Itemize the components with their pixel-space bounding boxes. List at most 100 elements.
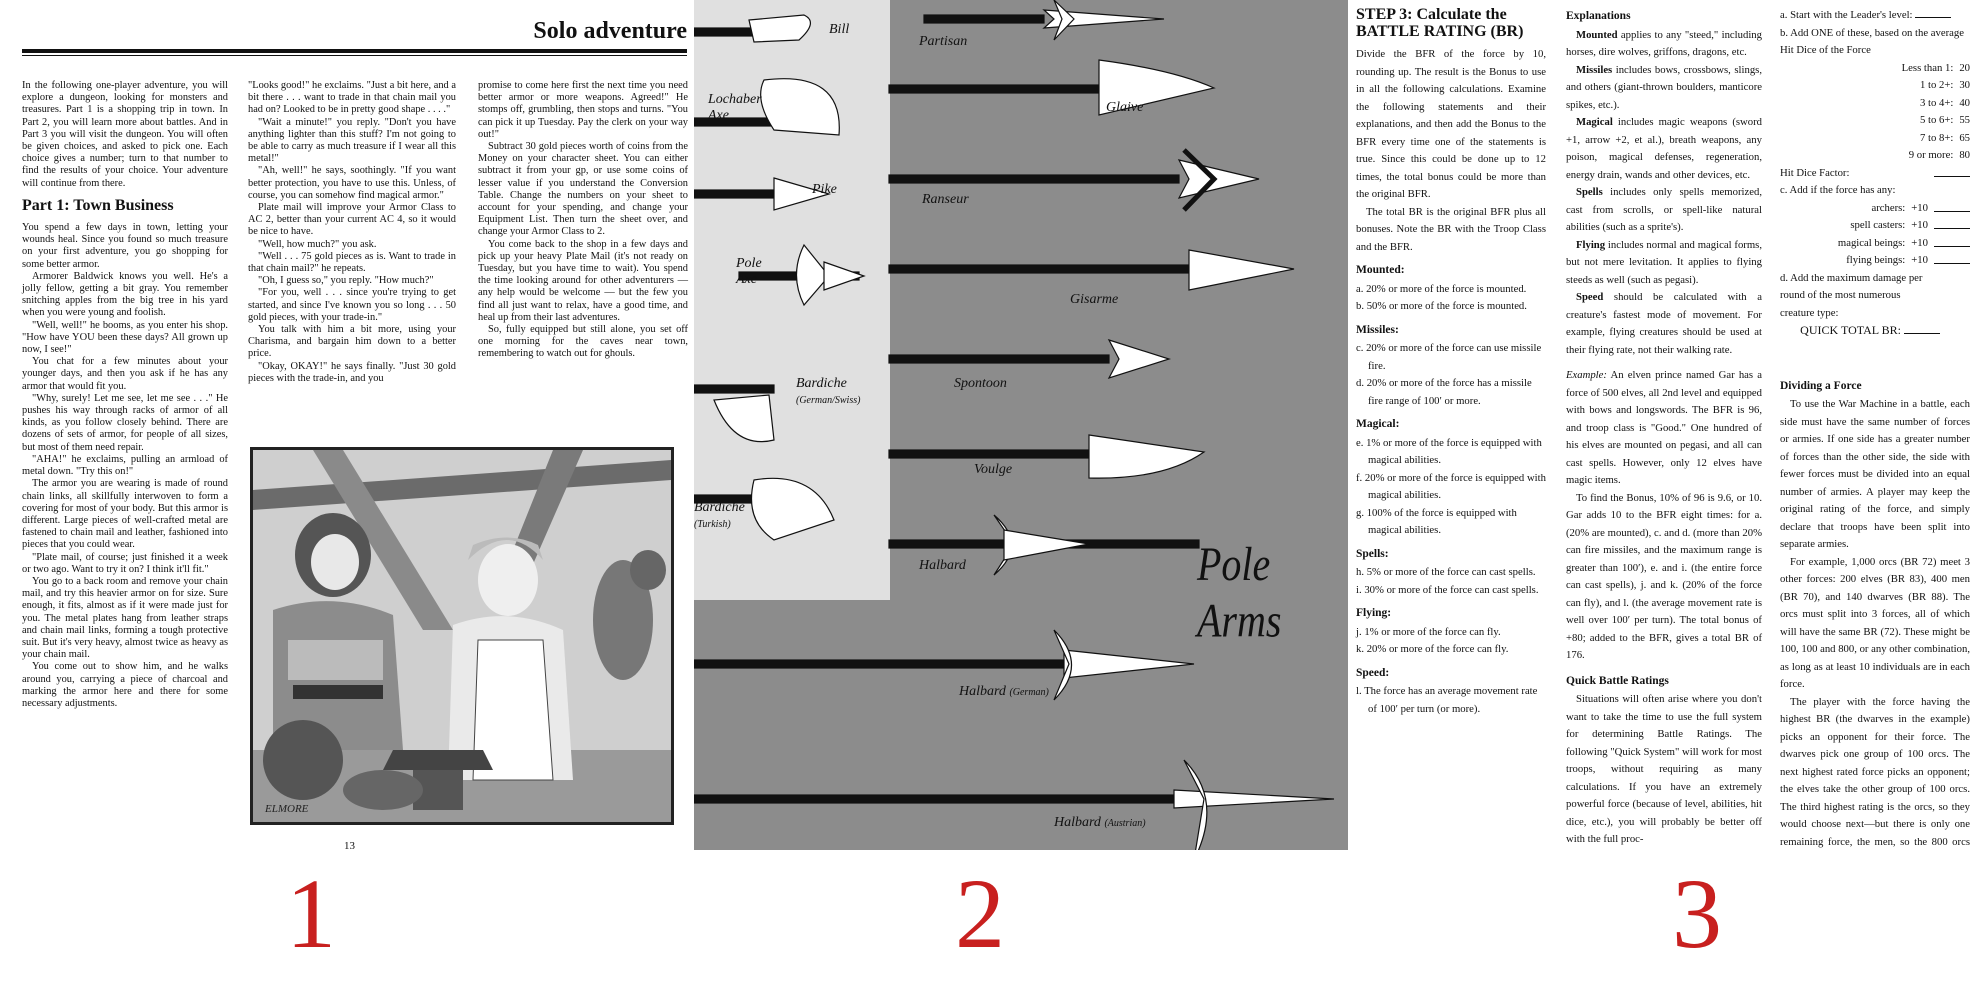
list-item: j. 1% or more of the force can fly.: [1356, 625, 1501, 638]
bardiche-turkish-head: [750, 477, 835, 541]
hd-value: 20: [1959, 61, 1970, 74]
paragraph: You talk with him a bit more, using your…: [248, 324, 456, 360]
partisan-lugs: [1053, 0, 1075, 41]
paragraph: The player with the force having the hig…: [1780, 695, 1970, 848]
step-title: STEP 3: Calculate the BATTLE RATING (BR): [1356, 6, 1524, 40]
list-item: i. 30% or more of the force can cast spe…: [1356, 583, 1539, 596]
hd-label: 1 to 2+:: [1919, 79, 1954, 91]
halbard-spike: [1003, 529, 1090, 561]
intro-paragraph: In the following one-player adventure, y…: [22, 80, 228, 189]
quick-line-c: c. Add if the force has any:: [1780, 184, 1896, 196]
term: Mounted: [1576, 28, 1618, 41]
hd-label: 3 to 4+:: [1919, 96, 1954, 109]
total-label: QUICK TOTAL BR:: [1800, 323, 1901, 337]
paragraph: "Okay, OKAY!" he says finally. "Just 30 …: [248, 360, 456, 384]
glaive-shaft: [888, 84, 1100, 94]
definition: includes only spells memorized, cast fro…: [1566, 186, 1762, 233]
hd-value: 80: [1959, 149, 1970, 161]
paragraph: The total BR is the original BFR plus al…: [1356, 205, 1546, 253]
group-heading: Magical:: [1356, 418, 1400, 430]
illustration-signature: ELMORE: [264, 803, 309, 815]
definition: should be calculated with a creature's f…: [1566, 291, 1762, 356]
lochaber-head: [760, 78, 840, 136]
fill-blank: [1934, 217, 1970, 229]
label-ranseur: Ranseur: [922, 192, 969, 207]
list-item: b. 50% or more of the force is mounted.: [1356, 300, 1527, 312]
paragraph: "Well, well!" he booms, as you enter his…: [22, 319, 228, 356]
label-gisarme: Gisarme: [1070, 292, 1119, 307]
paragraph: "Wait a minute!" you reply. "Don't you h…: [248, 116, 456, 165]
example-text: An elven prince named Gar has a force of…: [1566, 369, 1762, 486]
paragraph: To use the War Machine in a battle, each…: [1780, 398, 1970, 550]
page-title: Solo adventure: [533, 18, 687, 44]
page-pole-arms: Bill Partisan Lochaber Axe Glaive Pike R…: [694, 0, 1348, 850]
bonus-value: +10: [1911, 219, 1928, 231]
halbard-austrian-shaft: [694, 794, 1175, 804]
gisarme-shaft: [888, 264, 1190, 274]
fill-blank: [1934, 235, 1970, 247]
label-pole-axe: Pole Axe: [736, 256, 762, 287]
panel-marker-2: 2: [955, 858, 1005, 969]
explanations-column: Explanations Mounted applies to any "ste…: [1566, 8, 1762, 849]
hd-row: 9 or more:80: [1780, 147, 1970, 165]
paragraph: You come out to show him, and he walks a…: [22, 661, 228, 709]
dividing-heading: Dividing a Force: [1780, 379, 1862, 392]
bill-shaft: [694, 27, 755, 37]
hd-row: 1 to 2+: 30: [1780, 77, 1970, 95]
bonus-label: spell casters:: [1850, 219, 1906, 231]
paragraph: Plate mail will improve your Armor Class…: [248, 202, 456, 238]
explanation-item: Speed should be calculated with a creatu…: [1566, 289, 1762, 359]
weapon-name: Bardiche: [796, 376, 847, 391]
label-bardiche-german: Bardiche (German/Swiss): [796, 376, 860, 408]
halbard-austrian-blade: [1183, 759, 1208, 850]
quick-line-b: b. Add ONE of these, based on the averag…: [1780, 26, 1965, 57]
halbard-german-spike: [1063, 649, 1195, 679]
voulge-shaft: [888, 449, 1090, 459]
bonus-value: +10: [1911, 201, 1928, 214]
definition: includes magic weapons (sword +1, arrow …: [1566, 116, 1762, 181]
bonus-value: +10: [1911, 254, 1928, 266]
paragraph: Subtract 30 gold pieces worth of coins f…: [478, 141, 688, 238]
paragraph: For example, 1,000 orcs (BR 72) meet 3 o…: [1780, 555, 1970, 691]
quick-total: QUICK TOTAL BR:: [1780, 322, 1940, 340]
list-item: e. 1% or more of the force is equipped w…: [1356, 436, 1542, 467]
label-halbard-austrian: Halbard (Austrian): [1054, 815, 1146, 831]
weapon-plate: [694, 0, 1335, 850]
term: Flying: [1576, 238, 1606, 251]
label-bardiche-turkish: Bardiche(Turkish): [694, 500, 745, 532]
armorer-illustration: ELMORE: [250, 447, 674, 825]
list-item: f. 20% or more of the force is equipped …: [1356, 471, 1546, 502]
label-lochaber-axe: Lochaber Axe: [708, 92, 762, 123]
bonus-row: spell casters: +10: [1780, 217, 1970, 235]
paragraph: You come back to the shop in a few days …: [478, 238, 688, 323]
panel-marker-1: 1: [286, 858, 336, 969]
paragraph: You spend a few days in town, letting yo…: [22, 222, 228, 270]
paragraph: "Plate mail, of course; just finished it…: [22, 551, 228, 575]
list-item: k. 20% or more of the force can fly.: [1356, 643, 1509, 655]
paragraph: "Why, surely! Let me see, let me see . .…: [22, 392, 228, 453]
weapon-name: Halbard: [1054, 815, 1101, 830]
explanation-item: Flying includes normal and magical forms…: [1566, 237, 1762, 290]
header-rule-thin: [22, 55, 687, 56]
quick-line-d: d. Add the maximum damage per round of t…: [1780, 271, 1923, 319]
page-solo-adventure: Solo adventure In the following one-play…: [0, 0, 690, 850]
term: Missiles: [1576, 63, 1613, 76]
list-item: d. 20% or more of the force has a missil…: [1356, 377, 1532, 407]
hd-label: Less than 1:: [1901, 61, 1954, 74]
explanations-heading: Explanations: [1566, 10, 1631, 22]
example-label: Example:: [1566, 369, 1607, 381]
paragraph: "Looks good!" he exclaims. "Just a bit h…: [248, 80, 456, 116]
weapon-origin: (German/Swiss): [796, 395, 861, 406]
page-number: 13: [344, 840, 355, 850]
hd-label: 5 to 6+:: [1919, 114, 1954, 126]
bardiche-german-head: [713, 394, 775, 443]
paragraph: "Well . . . 75 gold pieces as is. Want t…: [248, 250, 456, 275]
paragraph: The armor you are wearing is made of rou…: [22, 478, 228, 551]
list-item: g. 100% of the force is equipped with ma…: [1356, 506, 1517, 537]
term: Speed: [1576, 291, 1604, 303]
hd-value: 30: [1959, 79, 1970, 91]
definition: includes normal and magical forms, but n…: [1566, 238, 1762, 286]
hd-row: 3 to 4+:40: [1780, 95, 1970, 113]
halbard-german-blade: [1053, 629, 1073, 701]
group-heading: Speed:: [1356, 666, 1390, 679]
